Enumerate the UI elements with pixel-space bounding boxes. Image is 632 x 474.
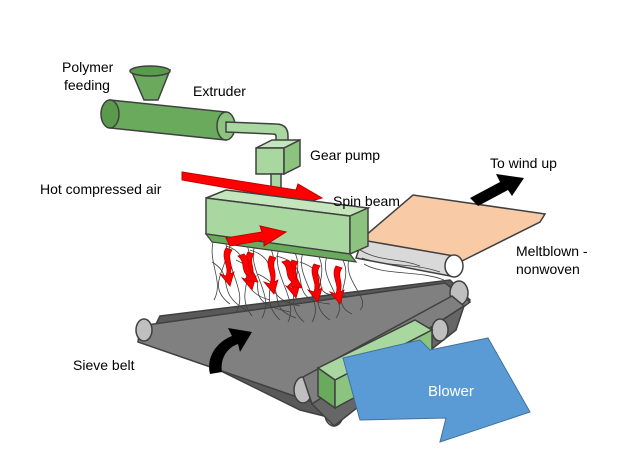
air-jet-1 (218, 247, 235, 287)
extruder (100, 65, 289, 145)
wind-up-arrow (470, 174, 524, 206)
blower-label: Blower (428, 383, 474, 400)
polymer-feeding-label-line2: feeding (64, 77, 110, 93)
meltblown-label-line2: nonwoven (516, 261, 580, 277)
gear-pump-label: Gear pump (310, 147, 380, 163)
extruder-barrel (109, 99, 227, 141)
air-jet-8 (281, 259, 303, 289)
gear-pump-side (283, 138, 301, 176)
meltblown-label-line1: Meltblown - (516, 243, 588, 259)
air-jet-5 (306, 263, 323, 303)
gear-pump-front (255, 147, 285, 175)
extruder-hopper-top (129, 65, 171, 77)
belt-direction-arrow (209, 328, 252, 374)
extruder-barrel-left-end (100, 99, 120, 129)
hot-air-arrow-lower (225, 225, 288, 247)
to-wind-up-label: To wind up (490, 155, 557, 171)
belt-roller-right-mid (431, 318, 449, 342)
windup-roller-end (444, 254, 464, 278)
air-jet-6 (328, 265, 345, 305)
sieve-belt-label: Sieve belt (73, 357, 135, 373)
air-jet-7 (237, 253, 259, 283)
hot-compressed-air-label: Hot compressed air (40, 181, 162, 197)
polymer-feeding-label-line1: Polymer (62, 59, 114, 75)
nonwoven-web (355, 194, 547, 278)
spin-beam-label: Spin beam (333, 193, 400, 209)
belt-roller-left (135, 318, 153, 342)
air-jet-3 (262, 255, 279, 295)
spin-beam-side (349, 206, 369, 256)
blower-arrow (342, 337, 531, 443)
extruder-label: Extruder (193, 83, 246, 99)
air-jet-arrows (218, 247, 345, 305)
